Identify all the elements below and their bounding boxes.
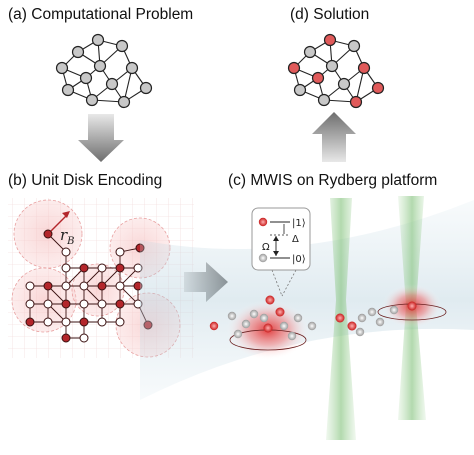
ground-atom-icon — [258, 253, 268, 263]
ket1-label: |1⟩ — [292, 218, 306, 229]
ket0-label: |0⟩ — [292, 254, 306, 265]
radius-label: rB — [60, 226, 75, 247]
arrow-up — [312, 112, 356, 162]
panel-a-title: (a) Computational Problem — [8, 6, 194, 23]
panel-d-title: (d) Solution — [290, 6, 370, 23]
level-diagram-inset: |1⟩ Δ Ω |0⟩ — [251, 207, 311, 297]
rydberg-platform: |1⟩ Δ Ω |0⟩ — [140, 196, 474, 440]
panel-c-title: (c) MWIS on Rydberg platform — [228, 172, 438, 189]
graph-problem — [55, 33, 153, 109]
panel-b-title: (b) Unit Disk Encoding — [8, 172, 163, 189]
arrow-down — [78, 114, 124, 162]
omega-label: Ω — [262, 242, 270, 253]
graph-solution — [287, 33, 385, 109]
excited-atom-icon — [258, 217, 268, 227]
atom-array — [209, 295, 417, 341]
delta-label: Δ — [292, 234, 299, 245]
